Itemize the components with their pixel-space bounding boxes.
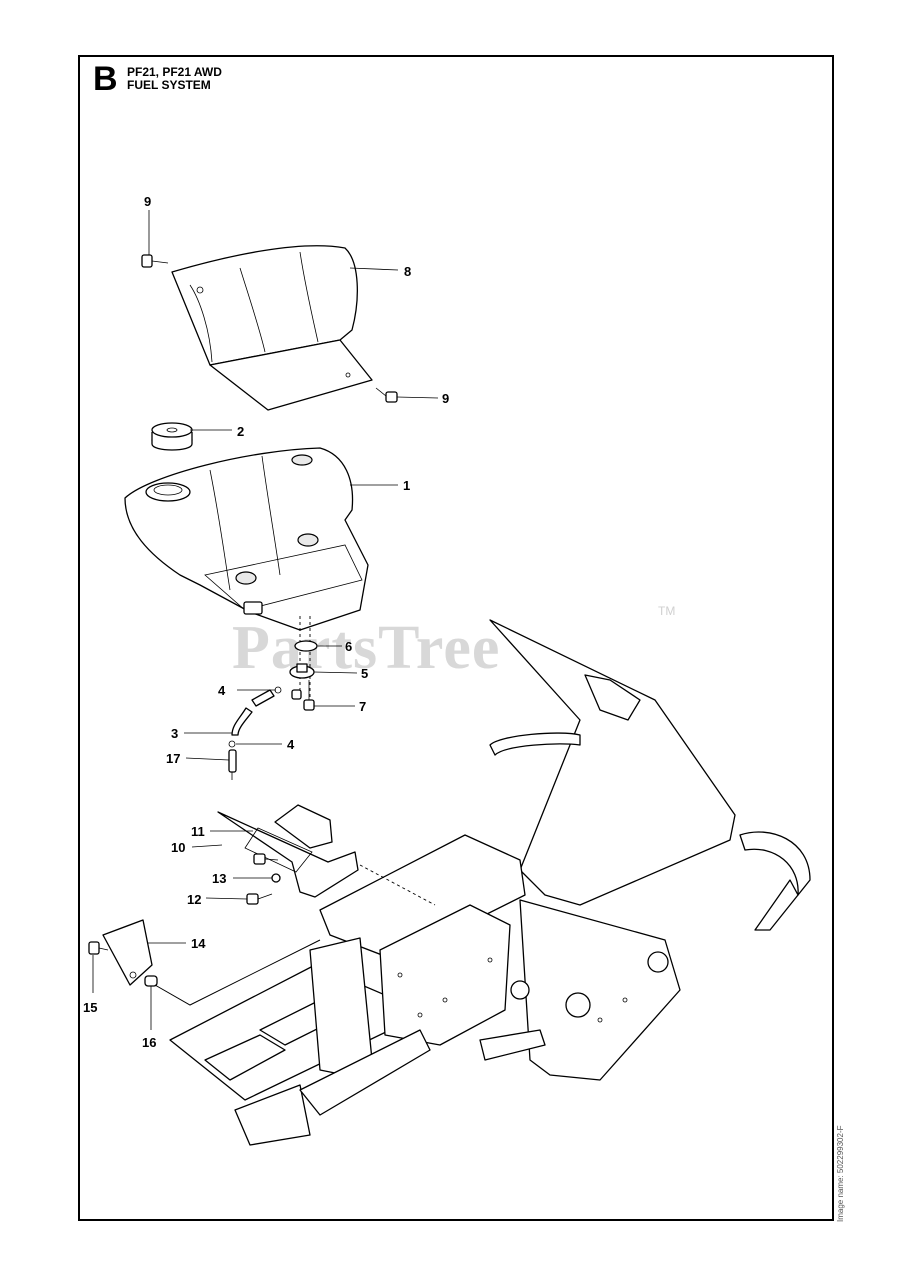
callout-11: 11 (191, 824, 205, 839)
tank-cover-part (171, 245, 373, 411)
callout-14: 14 (191, 936, 206, 951)
clamp-part (228, 740, 236, 748)
callout-8: 8 (404, 264, 411, 279)
callout-13: 13 (212, 871, 226, 886)
screw-7-part (303, 680, 315, 711)
bracket-part (217, 804, 359, 898)
fuel-tank-part (124, 447, 369, 631)
section-letter: B (93, 60, 118, 98)
washer-13-part (271, 873, 281, 883)
chassis-frame-part (154, 619, 811, 1146)
screw-15-part (88, 941, 109, 955)
fuel-filter-part (228, 749, 237, 780)
callout-7: 7 (359, 699, 366, 714)
fuel-cap-part (151, 422, 193, 451)
callout-4-top: 4 (218, 683, 226, 698)
screw-9-bottom (375, 387, 398, 403)
callout-9-top: 9 (144, 194, 151, 209)
diagram-frame (78, 55, 834, 1221)
watermark-text: PartsTree (232, 614, 500, 682)
callout-5: 5 (361, 666, 368, 681)
callout-17: 17 (166, 751, 180, 766)
screw-small (291, 689, 302, 700)
watermark-trademark: TM (658, 604, 675, 618)
model-title: PF21, PF21 AWD (127, 65, 222, 79)
callout-9-bottom: 9 (442, 391, 449, 406)
system-title: FUEL SYSTEM (127, 78, 211, 92)
leader-lines (92, 210, 439, 1030)
callout-1: 1 (403, 478, 410, 493)
callout-10: 10 (171, 840, 185, 855)
callout-16: 16 (142, 1035, 156, 1050)
fuel-hose-part (231, 686, 282, 736)
callout-2: 2 (237, 424, 244, 439)
screw-9-top (141, 254, 169, 268)
callout-4-bottom: 4 (287, 737, 295, 752)
outlet-fitting-part (289, 663, 315, 679)
callout-12: 12 (187, 892, 201, 907)
o-ring-part (294, 640, 318, 652)
callout-6: 6 (345, 639, 352, 654)
plate-part (102, 919, 153, 986)
screw-12-part (246, 893, 273, 905)
callout-15: 15 (83, 1000, 97, 1015)
screw-11-part (253, 853, 279, 865)
callout-3: 3 (171, 726, 178, 741)
page-title: PF21, PF21 AWD FUEL SYSTEM (127, 66, 222, 92)
nut-16-part (144, 975, 158, 987)
